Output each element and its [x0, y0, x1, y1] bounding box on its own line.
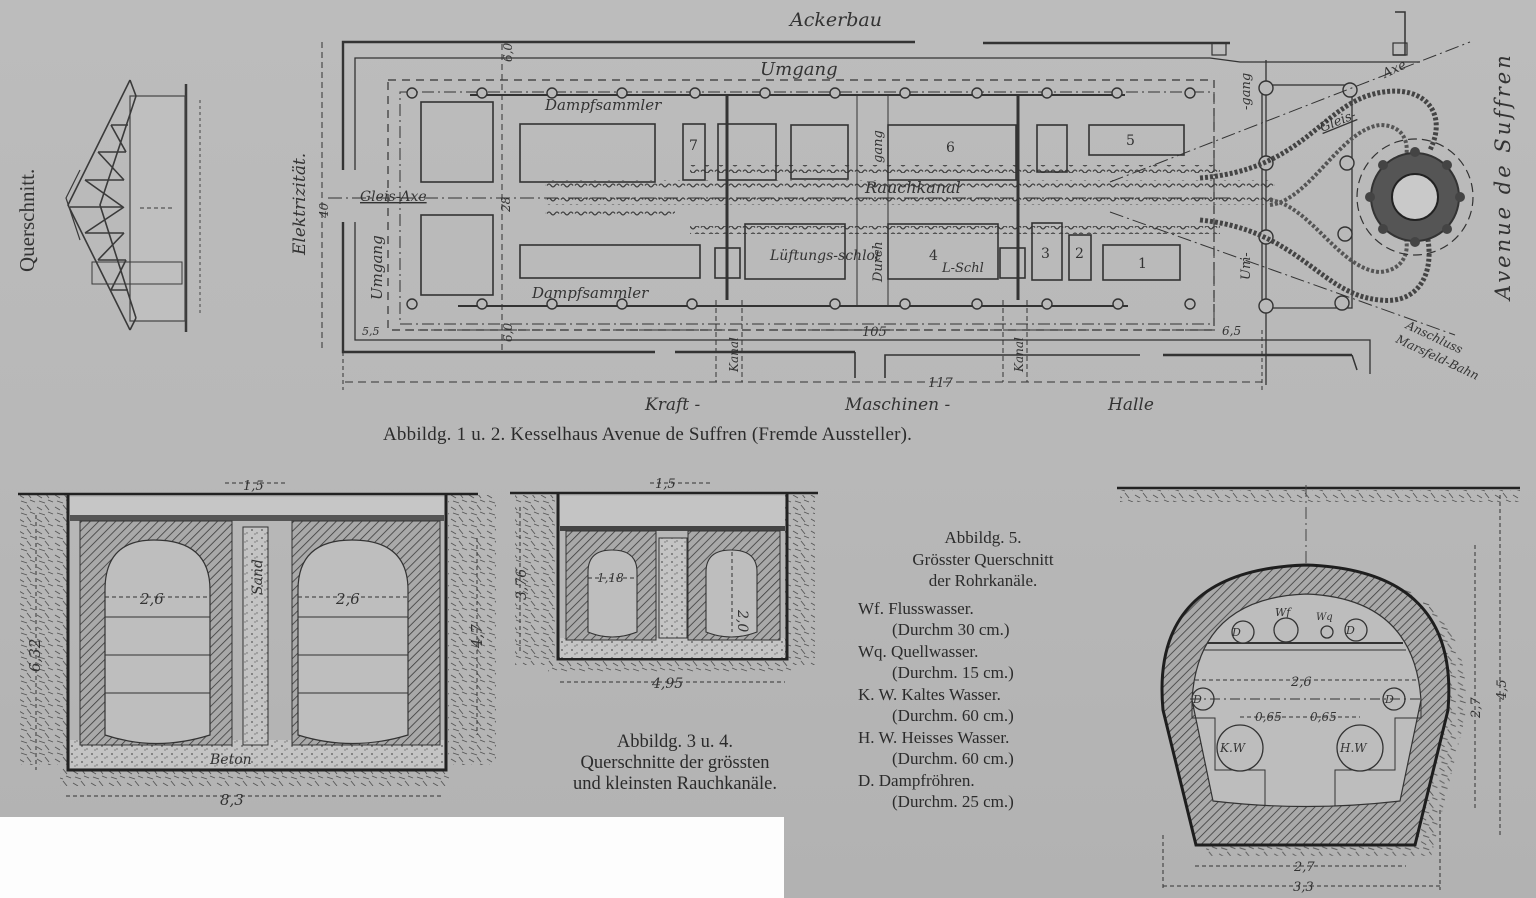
dim-6-0-top: 6,0 — [501, 43, 515, 62]
dim-117: 117 — [928, 376, 954, 391]
label-elektrizitaet: Elektrizität. — [290, 153, 310, 256]
label-durchgang-a: gang — [871, 130, 886, 163]
boiler-4: 4 — [929, 248, 938, 264]
dim-40: 40 — [317, 202, 331, 219]
dim-2-7-base: 2,7 — [1293, 860, 1315, 875]
label-umgang-right-a: -gang — [1239, 73, 1254, 110]
label-avenue-de-suffren: Avenue de Suffren — [1491, 52, 1515, 302]
boiler-7: 7 — [689, 138, 698, 154]
pipe-tunnel-section: D D Wf Wq D D K.W H.W 2,6 0,65 0,65 2,7 … — [1117, 485, 1520, 895]
dim-4-95: 4,95 — [651, 676, 683, 692]
pipe-d-right: D — [1384, 693, 1394, 706]
figure-3-4-caption-line3: und kleinsten Rauchkanäle. — [573, 774, 777, 794]
label-durchgang-b: Durch — [871, 241, 886, 283]
legend-item-d: D. Dampfröhren. — [858, 770, 975, 790]
label-halle: Halle — [1107, 395, 1154, 415]
label-umgang-right-b: Um- — [1239, 252, 1254, 280]
figure-5-caption-title: Abbildg. 5. — [944, 528, 1022, 547]
dim-3-76: 3,76 — [514, 569, 530, 600]
blank-margin — [0, 817, 784, 898]
label-axe: Axe — [1379, 58, 1409, 82]
legend-detail-kw: (Durchm. 60 cm.) — [892, 706, 1014, 725]
legend-detail-hw: (Durchm. 60 cm.) — [892, 749, 1014, 768]
dim-105: 105 — [862, 325, 887, 340]
legend-detail-d: (Durchm. 25 cm.) — [892, 792, 1014, 811]
pipe-wf: Wf — [1275, 606, 1292, 619]
dim-1-5-small: 1,5 — [655, 477, 676, 492]
figure-1-2-caption: Abbildg. 1 u. 2. Kesselhaus Avenue de Su… — [383, 424, 913, 445]
label-dampfsammler-bottom: Dampfsammler — [531, 284, 649, 302]
label-dampfsammler-top: Dampfsammler — [544, 96, 662, 114]
legend-item-wq: Wq. Quellwasser. — [858, 641, 979, 661]
label-sand: Sand — [250, 559, 266, 595]
dim-2-6-right: 2,6 — [335, 590, 360, 608]
label-maschinen: Maschinen - — [844, 395, 951, 415]
pipe-d-left: D — [1192, 693, 1202, 706]
label-kraft: Kraft - — [644, 395, 700, 415]
label-lueftungsschlot: Lüftungs-schlot — [769, 248, 881, 264]
label-gleis-axe: Gleis-Axe — [360, 189, 427, 205]
dim-8-3: 8,3 — [220, 791, 244, 809]
dim-1-5-large: 1,5 — [243, 479, 264, 494]
dim-6-32: 6,32 — [26, 639, 44, 672]
figure-3-4-caption-title: Abbildg. 3 u. 4. — [616, 732, 734, 752]
dim-6-5: 6,5 — [1222, 324, 1241, 338]
legend-detail-wq: (Durchm. 15 cm.) — [892, 663, 1014, 682]
dim-5-5: 5,5 — [362, 325, 380, 338]
label-kanal-b: Kanal — [1012, 337, 1026, 373]
label-ackerbau: Ackerbau — [788, 9, 882, 31]
dim-2-7-height: 2,7 — [1469, 697, 1484, 719]
dim-6-0-bottom: 6,0 — [501, 323, 515, 342]
dim-2-6-left: 2,6 — [139, 590, 164, 608]
pipe-d-top-right: D — [1345, 624, 1355, 637]
dim-2-0: 2,0 — [734, 609, 750, 632]
legend-item-kw: K. W. Kaltes Wasser. — [858, 684, 1001, 704]
boiler-5: 5 — [1126, 133, 1135, 149]
label-querschnitt: Querschnitt. — [15, 169, 39, 272]
dim-0-65-left: 0,65 — [1255, 710, 1282, 724]
plan-labels: Ackerbau Umgang Dampfsammler Dampfsammle… — [15, 9, 1515, 415]
figure-5-caption: Abbildg. 5. Grösster Querschnitt der Roh… — [858, 527, 1108, 813]
label-beton: Beton — [209, 752, 252, 768]
pipe-d-top-left: D — [1231, 626, 1241, 639]
label-umgang-left: Umgang — [368, 235, 386, 300]
dim-1-18: 1,18 — [597, 571, 624, 585]
label-kanal-a: Kanal — [727, 337, 741, 373]
large-smoke-flue-section: 2,6 2,6 1,5 8,3 Beton 6,32 4,7 Sand — [18, 479, 496, 809]
legend-item-wf: Wf. Flusswasser. — [858, 598, 974, 618]
figure-5-caption-line3: der Rohrkanäle. — [928, 571, 1038, 590]
boiler-2: 2 — [1075, 246, 1084, 262]
roof-cross-section — [65, 79, 201, 332]
small-smoke-flue-section: 1,5 1,18 4,95 3,76 2,0 — [510, 477, 818, 692]
pipe-kw: K.W — [1219, 741, 1247, 755]
dim-2-6-tunnel: 2,6 — [1290, 675, 1312, 690]
dim-28: 28 — [499, 196, 513, 213]
label-rauchkanal: Rauchkanal — [864, 178, 961, 197]
pipe-legend: Wf. Flusswasser. (Durchm 30 cm.) Wq. Que… — [858, 598, 1108, 813]
boiler-house-plan — [321, 11, 1474, 390]
dim-3-3: 3,3 — [1293, 880, 1314, 895]
boiler-3: 3 — [1041, 246, 1050, 262]
figure-5-caption-line2: Grösster Querschnitt — [912, 549, 1054, 569]
dim-0-65-right: 0,65 — [1310, 710, 1337, 724]
pipe-wq: Wq — [1316, 612, 1333, 623]
label-l-schl: L-Schl — [941, 261, 984, 276]
figure-3-4-caption: Abbildg. 3 u. 4. Querschnitte der grösst… — [520, 732, 830, 795]
legend-item-hw: H. W. Heisses Wasser. — [858, 727, 1010, 747]
figure-3-4-caption-line2: Querschnitte der grössten — [580, 753, 770, 773]
legend-detail-wf: (Durchm 30 cm.) — [892, 620, 1010, 639]
dim-4-5: 4,5 — [1495, 679, 1510, 701]
boiler-1: 1 — [1138, 256, 1147, 272]
dim-4-7: 4,7 — [468, 624, 486, 649]
boiler-6: 6 — [946, 140, 955, 156]
label-umgang-top: Umgang — [760, 59, 838, 80]
pipe-hw: H.W — [1339, 741, 1368, 755]
